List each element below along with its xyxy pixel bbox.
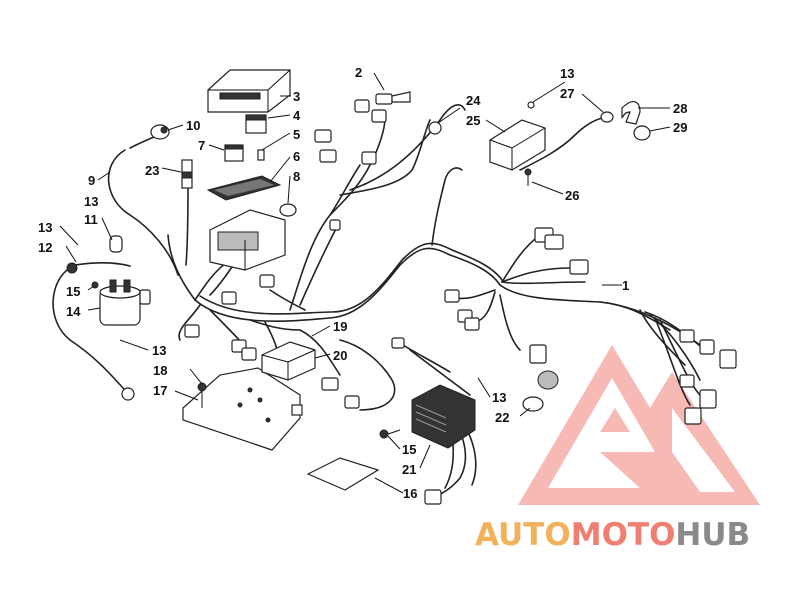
- part-callouts: 1 2 3 4 5 6 7 8 9 10 11 12 13 13 13 13 1…: [38, 65, 687, 501]
- screw-part: [524, 168, 532, 186]
- label-13b: 13: [84, 194, 98, 209]
- grommet-part: [600, 111, 614, 123]
- watermark-hub: HUB: [675, 517, 751, 553]
- harness-connectors: [139, 99, 737, 505]
- voltage-regulator-part: [411, 384, 476, 449]
- label-15b: 15: [402, 442, 416, 457]
- fuse-box-cover-part: [207, 69, 291, 113]
- relay-part: [245, 114, 267, 134]
- label-11: 11: [84, 212, 98, 227]
- label-13e: 13: [560, 66, 574, 81]
- label-25: 25: [466, 113, 480, 128]
- label-8: 8: [293, 169, 300, 184]
- boot-part: [109, 235, 123, 253]
- label-10: 10: [186, 118, 200, 133]
- ring-terminal-24-part: [428, 121, 442, 135]
- label-26: 26: [565, 188, 579, 203]
- label-24: 24: [466, 93, 481, 108]
- label-12: 12: [38, 240, 52, 255]
- label-18: 18: [153, 363, 167, 378]
- starter-solenoid-part: [99, 279, 141, 326]
- label-13c: 13: [152, 343, 166, 358]
- module-20-part: [261, 341, 316, 381]
- pad-part: [306, 457, 380, 491]
- label-27: 27: [560, 86, 574, 101]
- label-19: 19: [333, 319, 347, 334]
- sensor-part: [181, 159, 193, 189]
- label-15a: 15: [66, 284, 80, 299]
- retaining-clip-part: [279, 203, 297, 217]
- label-21: 21: [402, 462, 416, 477]
- clamp-part: [522, 370, 559, 412]
- watermark-moto: MOTO: [570, 517, 676, 553]
- connector-part: [375, 91, 411, 105]
- label-28: 28: [673, 101, 687, 116]
- watermark-logo-icon: [518, 345, 760, 505]
- screw-18-part: [197, 382, 207, 408]
- fuse-block-part: [206, 175, 282, 201]
- label-3: 3: [293, 89, 300, 104]
- label-14: 14: [66, 304, 81, 319]
- label-9: 9: [88, 173, 95, 188]
- label-16: 16: [403, 486, 417, 501]
- mounting-plate-part: [182, 367, 303, 451]
- watermark-auto: AUTO: [475, 517, 571, 553]
- label-7: 7: [198, 138, 205, 153]
- label-13d: 13: [492, 390, 506, 405]
- fuse-box-base-part: [209, 209, 286, 271]
- leader-lines: [59, 72, 671, 494]
- terminal-boot-part: [150, 124, 170, 140]
- nut-part: [527, 101, 535, 109]
- terminal-part: [66, 262, 78, 274]
- cap-part: [633, 125, 651, 141]
- label-4: 4: [293, 108, 301, 123]
- fuse-part: [257, 149, 265, 161]
- label-5: 5: [293, 127, 300, 142]
- relay-small-part: [224, 144, 244, 162]
- label-22: 22: [495, 410, 509, 425]
- watermark-logo-text: AUTOMOTOHUB: [475, 517, 750, 553]
- label-17: 17: [153, 383, 167, 398]
- elbow-boot-part: [621, 101, 641, 125]
- label-13a: 13: [38, 220, 52, 235]
- label-29: 29: [673, 120, 687, 135]
- label-23: 23: [145, 163, 159, 178]
- label-2: 2: [355, 65, 362, 80]
- label-1: 1: [622, 278, 629, 293]
- ring-terminal-part: [121, 387, 135, 401]
- label-6: 6: [293, 149, 300, 164]
- screw-15-part: [379, 429, 401, 439]
- label-20: 20: [333, 348, 347, 363]
- cdi-module-part: [489, 119, 546, 171]
